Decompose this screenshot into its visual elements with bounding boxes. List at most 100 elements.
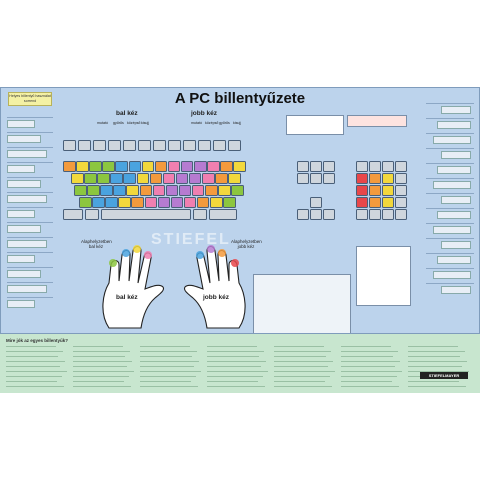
sidebar-key-thumb xyxy=(441,106,471,114)
keyboard-key xyxy=(87,185,100,196)
bottom-text-line xyxy=(408,356,460,357)
finger-label: kisujj xyxy=(233,121,241,125)
right-hand-label: jobb kéz xyxy=(203,294,230,301)
bottom-text-line xyxy=(207,361,266,362)
sidebar-key-thumb xyxy=(7,240,47,248)
keyboard-key xyxy=(228,140,241,151)
bottom-text-line xyxy=(408,351,465,352)
keyboard-key xyxy=(167,161,181,172)
keyboard-key xyxy=(63,140,76,151)
bottom-text-line xyxy=(6,351,63,352)
keyboard-key xyxy=(63,209,83,220)
keyboard-key xyxy=(210,197,223,208)
info-panel-2 xyxy=(347,115,407,127)
sidebar-text-line xyxy=(7,117,53,118)
nav-key xyxy=(297,173,309,184)
keyboard-key xyxy=(131,197,144,208)
keyboard-key xyxy=(170,197,184,208)
keyboard-key xyxy=(154,161,168,172)
keyboard-key xyxy=(213,140,226,151)
bottom-text-line xyxy=(341,376,397,377)
bottom-text-line xyxy=(73,366,127,367)
bottom-text-line xyxy=(6,381,57,382)
sidebar-key-thumb xyxy=(433,226,471,234)
keyboard-key xyxy=(175,173,189,184)
keyboard-key xyxy=(215,173,228,184)
numpad-key xyxy=(395,209,407,220)
bottom-text-line xyxy=(73,376,129,377)
keyboard-key xyxy=(84,173,97,184)
keyboard-key xyxy=(153,140,166,151)
keyboard-key xyxy=(126,185,139,196)
keyboard-key xyxy=(194,161,207,172)
sticker-label: Helyes billentyű használat sorrend xyxy=(8,92,52,106)
brand-logo: STIEFELMAYER xyxy=(420,372,468,379)
sidebar-text-line xyxy=(426,118,474,119)
bottom-text-line xyxy=(6,361,65,362)
keyboard-key xyxy=(188,173,202,184)
bottom-text-line xyxy=(408,346,458,347)
sidebar-text-line xyxy=(7,177,53,178)
keyboard-key xyxy=(144,197,157,208)
bottom-text-line xyxy=(6,356,58,357)
finger-label: gyűrűs xyxy=(219,121,230,125)
finger-label: mutató xyxy=(191,121,202,125)
keyboard-key xyxy=(123,140,136,151)
keyboard-key xyxy=(89,161,102,172)
sidebar-text-line xyxy=(7,282,53,283)
watermark: STIEFEL xyxy=(151,231,231,248)
keyboard-key xyxy=(108,140,121,151)
keyboard-key xyxy=(191,185,205,196)
sidebar-text-line xyxy=(426,238,474,239)
keyboard-key xyxy=(76,161,89,172)
keyboard-key xyxy=(93,140,106,151)
sidebar-key-thumb xyxy=(437,121,471,129)
sidebar-key-thumb xyxy=(7,225,41,233)
keyboard-key xyxy=(63,161,76,172)
sidebar-key-thumb xyxy=(7,285,47,293)
bottom-text-line xyxy=(73,386,131,387)
keyboard-key xyxy=(233,161,246,172)
numpad-key xyxy=(356,185,368,196)
bottom-text-line xyxy=(408,366,462,367)
numpad-key xyxy=(369,161,381,172)
bottom-text-line xyxy=(207,386,265,387)
sidebar-key-thumb xyxy=(7,165,35,173)
numpad-key xyxy=(369,197,381,208)
sidebar-key-thumb xyxy=(7,150,47,158)
bottom-text-line xyxy=(207,381,258,382)
bottom-text-line xyxy=(274,366,328,367)
page-title: A PC billentyűzete xyxy=(174,90,306,107)
bottom-text-line xyxy=(6,376,62,377)
nav-key xyxy=(323,173,335,184)
bottom-text-line xyxy=(140,386,198,387)
sidebar-key-thumb xyxy=(7,270,41,278)
keyboard-key xyxy=(168,140,181,151)
bottom-text-line xyxy=(6,371,67,372)
bottom-text-line xyxy=(140,371,201,372)
bottom-text-line xyxy=(341,346,391,347)
numpad-key xyxy=(382,185,394,196)
bottom-text-line xyxy=(140,356,192,357)
alap-left-label: Alaphelyzetben bal kéz xyxy=(81,239,112,249)
bottom-text-line xyxy=(341,386,399,387)
numpad-key xyxy=(395,161,407,172)
keyboard-key xyxy=(113,185,126,196)
sidebar-text-line xyxy=(426,178,474,179)
keyboard-key xyxy=(162,173,176,184)
bottom-text-line xyxy=(73,381,124,382)
sidebar-text-line xyxy=(426,163,474,164)
sidebar-key-thumb xyxy=(7,210,35,218)
bottom-text-line xyxy=(274,371,335,372)
sidebar-text-line xyxy=(7,267,53,268)
sidebar-key-thumb xyxy=(433,136,471,144)
sidebar-key-thumb xyxy=(441,151,471,159)
keyboard-key xyxy=(152,185,166,196)
arrow-key xyxy=(310,197,322,208)
sidebar-text-line xyxy=(7,222,53,223)
sidebar-key-thumb xyxy=(437,256,471,264)
numpad-key xyxy=(395,197,407,208)
keyboard-key xyxy=(157,197,171,208)
bottom-text-line xyxy=(274,381,325,382)
bottom-text-line xyxy=(140,361,199,362)
